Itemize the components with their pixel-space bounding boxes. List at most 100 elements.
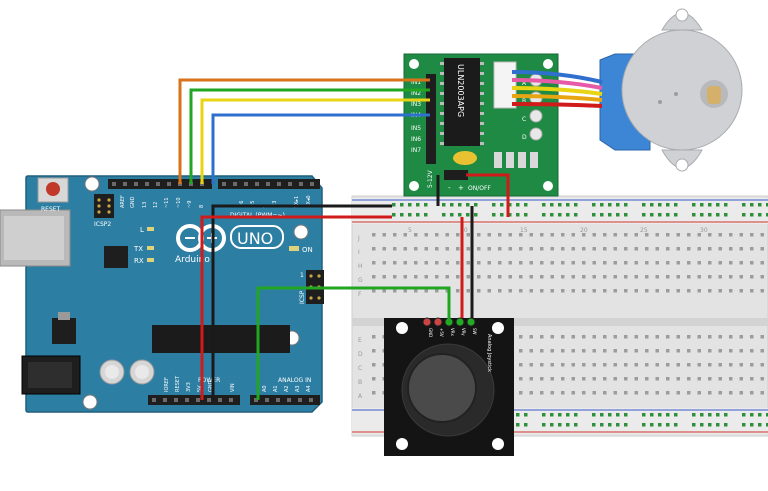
pin-label-8: 8 [199, 205, 205, 208]
breadboard-hole [729, 247, 733, 251]
breadboard-hole [697, 349, 701, 353]
rail-hole [692, 423, 696, 427]
breadboard-hole [760, 275, 764, 279]
rail-hole [674, 213, 678, 217]
breadboard-hole [634, 335, 638, 339]
breadboard-hole [718, 391, 722, 395]
breadboard-hole [477, 261, 481, 265]
rail-hole [692, 203, 696, 207]
breadboard-hole [487, 233, 491, 237]
breadboard-hole [645, 363, 649, 367]
breadboard-hole [529, 289, 533, 293]
in1-label: IN1 [411, 79, 421, 86]
rail-hole [608, 413, 612, 417]
joystick-knob[interactable] [407, 353, 477, 423]
icsp-pin-1-label: 1 [300, 272, 304, 279]
breadboard-hole [508, 233, 512, 237]
breadboard-hole [676, 363, 680, 367]
breadboard-hole [508, 261, 512, 265]
reset-label: RESET [41, 206, 61, 213]
rail-hole [592, 203, 596, 207]
rail-hole [516, 213, 520, 217]
rail-hole [692, 413, 696, 417]
rail-hole [666, 423, 670, 427]
breadboard-hole [445, 275, 449, 279]
breadboard-hole [718, 261, 722, 265]
rail-hole [508, 203, 512, 207]
breadboard-hole [613, 275, 617, 279]
breadboard-hole [445, 233, 449, 237]
breadboard-hole [414, 233, 418, 237]
rail-hole [550, 203, 554, 207]
breadboard-hole [603, 335, 607, 339]
breadboard-hole [372, 247, 376, 251]
pin-label-12: 12 [153, 202, 159, 208]
power-header [148, 395, 240, 405]
header-pin [196, 398, 200, 402]
col-label: 5 [408, 227, 412, 234]
rail-hole [650, 413, 654, 417]
header-pin [299, 182, 303, 186]
reset-button-cap[interactable] [46, 182, 60, 196]
breadboard-hole [729, 275, 733, 279]
breadboard-hole [561, 289, 565, 293]
breadboard-hole [750, 289, 754, 293]
header-pin [156, 182, 160, 186]
breadboard-hole [613, 349, 617, 353]
pin-label-a3: A3 [295, 385, 301, 392]
rail-hole [716, 203, 720, 207]
rail-hole [524, 423, 528, 427]
rail-hole [750, 213, 754, 217]
breadboard-hole [540, 275, 544, 279]
breadboard-hole [445, 247, 449, 251]
breadboard-hole [655, 363, 659, 367]
wire-red-5v-rail [200, 215, 392, 400]
header-pin [266, 182, 270, 186]
rail-hole [766, 423, 768, 427]
rail-hole [666, 213, 670, 217]
breadboard-hole [760, 335, 764, 339]
resistor [530, 152, 538, 168]
chip-pin [440, 102, 444, 105]
resistor [518, 152, 526, 168]
breadboard-hole [750, 349, 754, 353]
power-plus-label: + [458, 184, 464, 192]
breadboard-hole [718, 289, 722, 293]
in7-label: IN7 [411, 147, 421, 154]
chip-pin [440, 132, 444, 135]
rail-hole [650, 423, 654, 427]
breadboard-hole [466, 247, 470, 251]
breadboard-hole [624, 377, 628, 381]
rail-hole [642, 413, 646, 417]
breadboard-hole [739, 391, 743, 395]
breadboard-hole [372, 289, 376, 293]
motor-shaft [707, 86, 721, 104]
breadboard-hole [561, 247, 565, 251]
rail-hole [574, 213, 578, 217]
voltage-regulator [52, 318, 76, 344]
rail-hole [650, 213, 654, 217]
pin-label-11: ~11 [164, 197, 170, 208]
rail-hole [424, 203, 428, 207]
analog-in-label: ANALOG IN [278, 377, 311, 384]
breadboard-hole [519, 289, 523, 293]
pin-label-vin: VIN [230, 383, 236, 392]
rail-hole [758, 203, 762, 207]
breadboard-hole [760, 349, 764, 353]
rail-hole [442, 213, 446, 217]
breadboard-hole [624, 289, 628, 293]
power-minus-label: - [448, 184, 451, 192]
breadboard-hole [655, 335, 659, 339]
pin-label-vry: VRy [461, 328, 466, 336]
power-label: POWER [198, 377, 220, 384]
led-d-label: D [522, 134, 527, 141]
breadboard-hole [550, 391, 554, 395]
breadboard-hole [382, 261, 386, 265]
breadboard-hole [372, 363, 376, 367]
breadboard-hole [708, 377, 712, 381]
breadboard-hole [529, 391, 533, 395]
mount-hole [396, 438, 408, 450]
breadboard-hole [729, 289, 733, 293]
breadboard-hole [498, 261, 502, 265]
rail-hole [600, 413, 604, 417]
